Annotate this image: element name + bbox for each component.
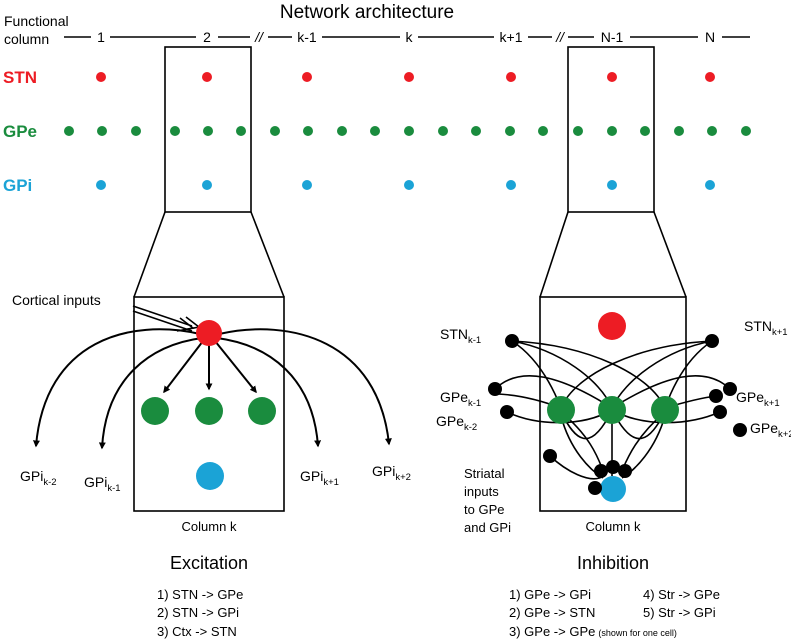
gpe-dot	[438, 126, 448, 136]
excitation-gpi-neuron	[196, 462, 224, 490]
inhibition-legend-5: 5) Str -> GPi	[643, 605, 716, 620]
striatal-label-line2: inputs	[464, 484, 499, 499]
excitation-legend-3: 3) Ctx -> STN	[157, 624, 237, 639]
gpe-dot	[607, 126, 617, 136]
functional-column-label-line2: column	[4, 31, 49, 47]
inhibition-gpe-neuron-left	[547, 396, 575, 424]
gpi-dot	[506, 180, 516, 190]
gpe-dot	[337, 126, 347, 136]
stn-dot	[96, 72, 106, 82]
gpe-dot	[404, 126, 414, 136]
label-gpe-k-minus-1: GPek-1	[440, 389, 481, 409]
row-label-gpi: GPi	[3, 176, 32, 195]
column-label-n-minus-1: N-1	[601, 29, 624, 45]
inhibition-stn-neuron	[598, 312, 626, 340]
striatal-label-line4: and GPi	[464, 520, 511, 535]
striatal-label-line1: Striatal	[464, 466, 505, 481]
gpe-dot	[505, 126, 515, 136]
excitation-gpe-neuron-center	[195, 397, 223, 425]
cortical-inputs-label: Cortical inputs	[12, 292, 101, 308]
target-gpi-k-plus-1: GPik+1	[300, 468, 339, 488]
gpe-dot	[640, 126, 650, 136]
axis-break-right: //	[555, 29, 566, 45]
gpi-dot	[404, 180, 414, 190]
excitation-column-label: Column k	[182, 519, 237, 534]
stn-dot	[705, 72, 715, 82]
population-dots	[64, 72, 751, 190]
gpe-dot	[170, 126, 180, 136]
gpe-dot	[203, 126, 213, 136]
gpe-dot	[674, 126, 684, 136]
gpe-dot	[236, 126, 246, 136]
inhibition-legend-4: 4) Str -> GPe	[643, 587, 720, 602]
zoom-lines	[133, 211, 687, 298]
excitation-legend-1: 1) STN -> GPe	[157, 587, 243, 602]
inhibition-column-label: Column k	[586, 519, 641, 534]
diagram-title: Network architecture	[280, 2, 454, 23]
gpe-dot	[538, 126, 548, 136]
column-label-k-plus-1: k+1	[500, 29, 523, 45]
stn-dot	[506, 72, 516, 82]
inhibition-column-box	[539, 296, 687, 512]
gpi-dot	[705, 180, 715, 190]
striatal-nodes	[543, 449, 632, 495]
inhibition-heading: Inhibition	[577, 553, 649, 573]
label-gpe-k-minus-2: GPek-2	[436, 413, 477, 433]
label-stn-k-plus-1: STNk+1	[744, 318, 788, 338]
striatal-label-line3: to GPe	[464, 502, 504, 517]
row-label-gpe: GPe	[3, 122, 37, 141]
axis-break-left: //	[254, 29, 265, 45]
inhibition-legend-1: 1) GPe -> GPi	[509, 587, 591, 602]
column-label-k-minus-1: k-1	[297, 29, 317, 45]
neighbor-nodes	[488, 334, 747, 437]
gpe-dot	[471, 126, 481, 136]
excitation-legend-2: 2) STN -> GPi	[157, 605, 239, 620]
inhibition-gpe-neuron-right	[651, 396, 679, 424]
column-label-k: k	[406, 29, 414, 45]
label-gpe-k-plus-1: GPek+1	[736, 389, 780, 409]
stn-dot	[202, 72, 212, 82]
label-gpe-k-plus-2: GPek+2	[750, 420, 791, 440]
column-box-n-minus-1	[567, 46, 655, 213]
target-gpi-k-minus-1: GPik-1	[84, 474, 121, 494]
functional-column-label-line1: Functional	[4, 13, 69, 29]
gpi-dot	[607, 180, 617, 190]
inhibition-gpe-neuron-center	[598, 396, 626, 424]
inhibition-legend-2: 2) GPe -> STN	[509, 605, 595, 620]
excitation-stn-neuron	[196, 320, 222, 346]
gpe-dot	[97, 126, 107, 136]
gpe-dot	[131, 126, 141, 136]
stn-dot	[607, 72, 617, 82]
gpe-dot	[303, 126, 313, 136]
inhibition-gpi-neuron	[600, 476, 626, 502]
gpi-dot	[202, 180, 212, 190]
excitation-column-box	[133, 296, 285, 512]
excitation-gpe-neuron-right	[248, 397, 276, 425]
target-gpi-k-minus-2: GPik-2	[20, 468, 57, 488]
column-label-2: 2	[203, 29, 211, 45]
gpe-dot	[64, 126, 74, 136]
column-box-2	[164, 46, 252, 213]
excitation-heading: Excitation	[170, 553, 248, 573]
column-label-n: N	[705, 29, 715, 45]
gpe-dot	[573, 126, 583, 136]
excitation-gpe-neuron-left	[141, 397, 169, 425]
target-gpi-k-plus-2: GPik+2	[372, 463, 411, 483]
stn-dot	[404, 72, 414, 82]
column-label-1: 1	[97, 29, 105, 45]
stn-projections	[32, 328, 392, 450]
gpe-dot	[370, 126, 380, 136]
gpi-dot	[302, 180, 312, 190]
gpi-dot	[96, 180, 106, 190]
inhibition-legend-3: 3) GPe -> GPe(shown for one cell)	[509, 624, 677, 639]
gpe-dot	[741, 126, 751, 136]
label-stn-k-minus-1: STNk-1	[440, 326, 481, 346]
cortical-input-arrow	[132, 305, 201, 332]
gpe-dot	[270, 126, 280, 136]
row-label-stn: STN	[3, 68, 37, 87]
gpe-dot	[707, 126, 717, 136]
stn-dot	[302, 72, 312, 82]
